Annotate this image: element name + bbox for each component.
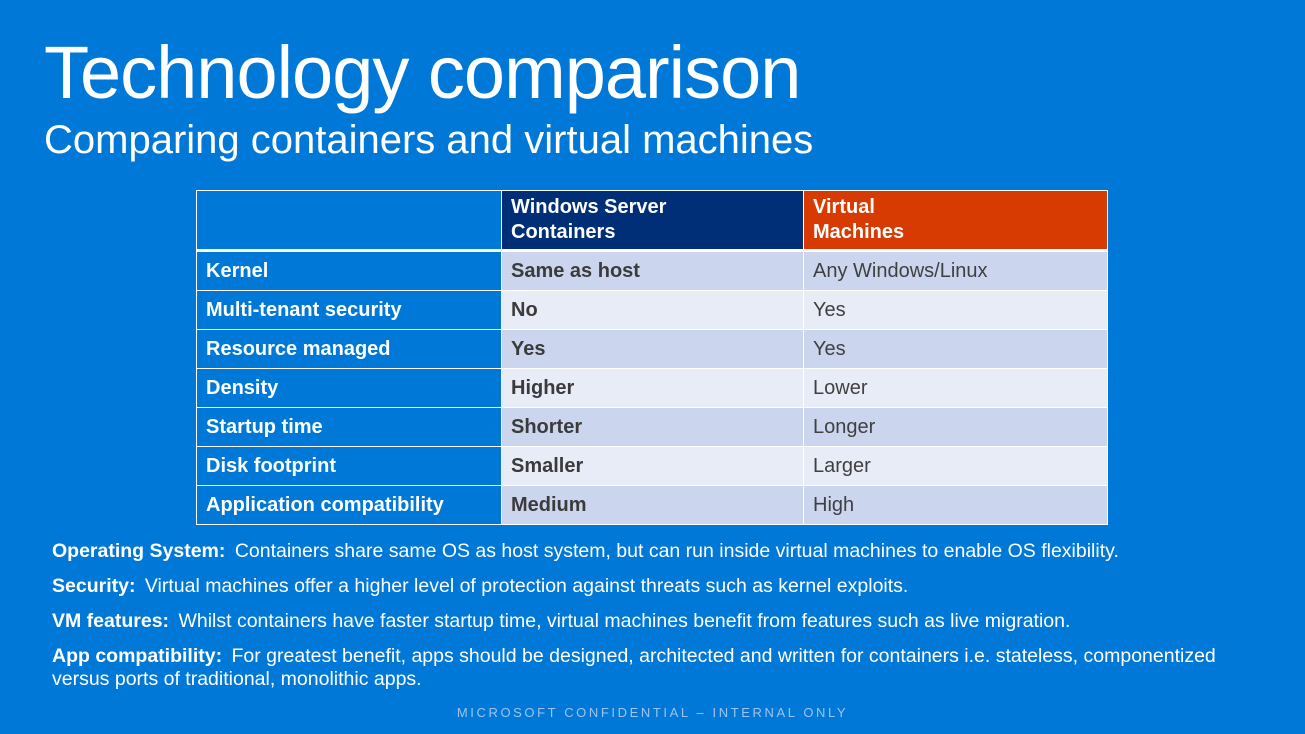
note-app-compatibility: App compatibility: For greatest benefit,… [52,645,1272,691]
vms-value: Yes [803,290,1108,330]
note-label: App compatibility: [52,645,223,667]
header-containers-label: Windows Server Containers [511,196,667,243]
table-row: Disk footprint Smaller Larger [196,446,1108,486]
table-row: Density Higher Lower [196,368,1108,408]
vms-value: Larger [803,446,1108,486]
row-label: Multi-tenant security [196,290,502,330]
note-text: Containers share same OS as host system,… [234,540,1119,562]
table-row: Startup time Shorter Longer [196,407,1108,447]
note-text: Whilst containers have faster startup ti… [178,610,1071,632]
row-label: Kernel [196,250,502,291]
vms-value: Any Windows/Linux [803,250,1108,291]
table-row: Resource managed Yes Yes [196,329,1108,369]
row-label: Application compatibility [196,485,502,525]
notes-section: Operating System: Containers share same … [52,540,1272,703]
note-label: VM features: [52,610,170,632]
slide-title: Technology comparison [44,31,801,114]
table-row: Application compatibility Medium High [196,485,1108,525]
row-label: Resource managed [196,329,502,369]
vms-value: Longer [803,407,1108,447]
containers-value: Medium [501,485,804,525]
row-label: Disk footprint [196,446,502,486]
containers-value: Smaller [501,446,804,486]
containers-value: No [501,290,804,330]
slide-subtitle: Comparing containers and virtual machine… [44,118,814,162]
containers-value: Shorter [501,407,804,447]
note-text: For greatest benefit, apps should be des… [52,645,1216,690]
note-text: Virtual machines offer a higher level of… [144,575,909,597]
confidential-footer: MICROSOFT CONFIDENTIAL – INTERNAL ONLY [456,705,849,720]
containers-value: Same as host [501,250,804,291]
table-header-row: Windows Server Containers Virtual Machin… [196,190,1108,252]
header-blank-cell [196,190,502,252]
note-vm-features: VM features: Whilst containers have fast… [52,610,1272,633]
table-row: Multi-tenant security No Yes [196,290,1108,330]
note-label: Operating System: [52,540,226,562]
header-virtual-machines: Virtual Machines [803,190,1108,252]
vms-value: High [803,485,1108,525]
row-label: Startup time [196,407,502,447]
containers-value: Yes [501,329,804,369]
vms-value: Yes [803,329,1108,369]
header-vms-label: Virtual Machines [813,196,905,243]
containers-value: Higher [501,368,804,408]
header-windows-server-containers: Windows Server Containers [501,190,804,252]
note-operating-system: Operating System: Containers share same … [52,540,1272,563]
note-label: Security: [52,575,136,597]
vms-value: Lower [803,368,1108,408]
table-row: Kernel Same as host Any Windows/Linux [196,250,1108,291]
note-security: Security: Virtual machines offer a highe… [52,575,1272,598]
row-label: Density [196,368,502,408]
comparison-table: Windows Server Containers Virtual Machin… [196,190,1108,525]
